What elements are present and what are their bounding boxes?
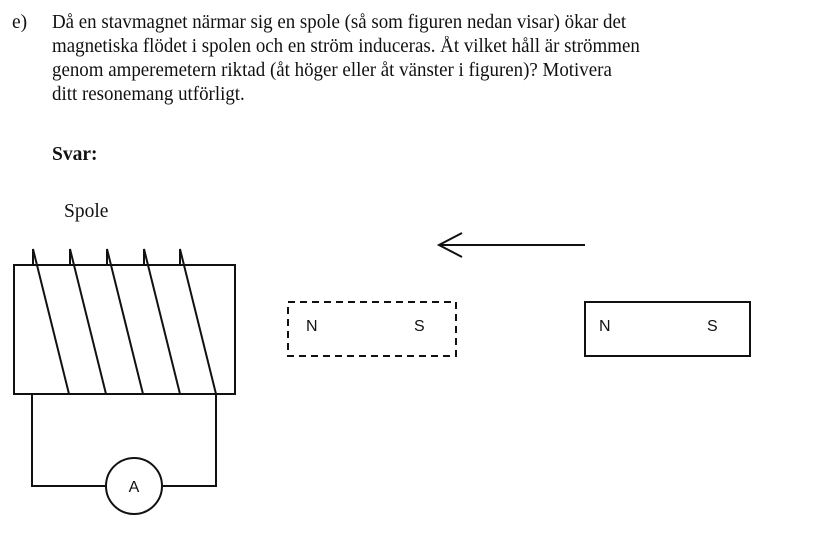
magnet-south: S	[707, 318, 718, 335]
coil-winding	[106, 248, 144, 395]
coil-winding	[69, 248, 107, 395]
question-text-line-2: magnetiska flödet i spolen och en ström …	[52, 36, 640, 57]
question-text-line-1: Då en stavmagnet närmar sig en spole (så…	[52, 12, 627, 33]
magnet-north: N	[599, 318, 611, 335]
question-text-line-4: ditt resonemang utförligt.	[52, 84, 245, 105]
bar-magnet	[584, 301, 751, 357]
magnet-ghost-south: S	[414, 318, 425, 335]
ammeter-label: A	[129, 479, 140, 496]
arrow-left-icon	[436, 232, 463, 258]
question-label: e)	[12, 12, 28, 33]
magnet-ghost-north: N	[306, 318, 318, 335]
coil-winding	[143, 248, 181, 395]
answer-label: Svar:	[52, 144, 98, 165]
coil-label: Spole	[64, 201, 109, 222]
coil	[13, 248, 236, 395]
coil-core	[13, 264, 236, 395]
question-text-line-3: genom amperemetern riktad (åt höger elle…	[52, 60, 612, 81]
motion-arrow	[436, 232, 585, 258]
coil-winding	[179, 248, 217, 395]
coil-winding	[32, 248, 70, 395]
magnet-ghost-outline	[287, 301, 457, 357]
ammeter	[105, 457, 163, 515]
circuit-wire	[31, 394, 217, 487]
